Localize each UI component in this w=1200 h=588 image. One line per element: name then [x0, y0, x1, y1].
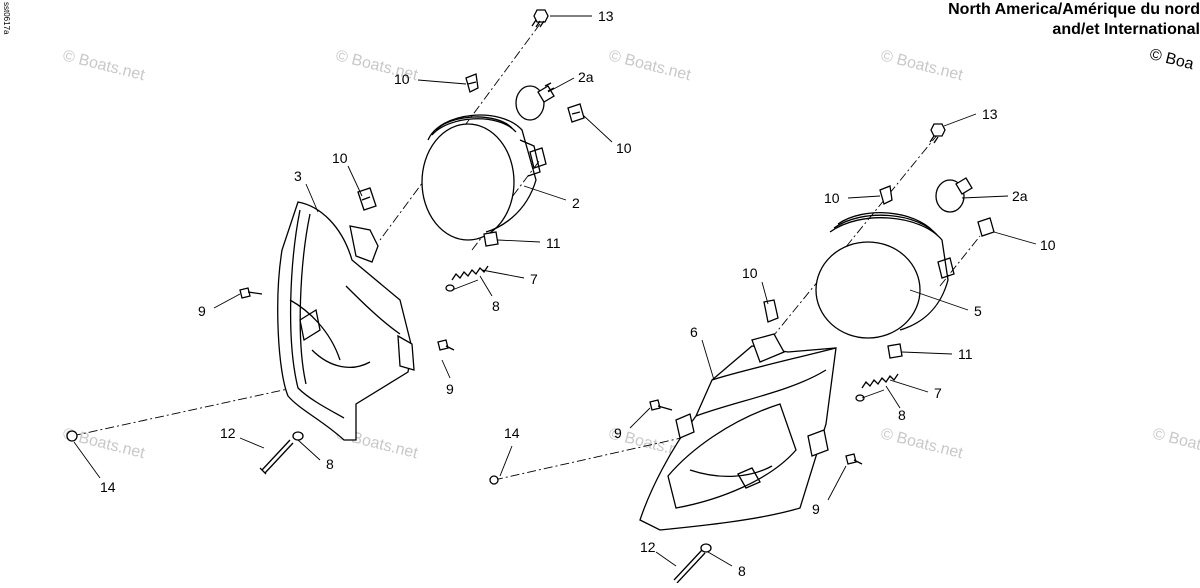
screw-part: [845, 453, 863, 465]
callout-label: 13: [598, 8, 614, 24]
screw-part: [437, 339, 455, 351]
callout-label: 5: [974, 303, 982, 319]
region-title-line2: and/et International: [1052, 21, 1200, 38]
callout-label: 11: [958, 346, 973, 362]
callout-label: 13: [982, 106, 998, 122]
washer-part: [700, 543, 712, 553]
callout-label: 8: [738, 563, 746, 579]
callout-label: 2: [572, 195, 580, 211]
callout-label: 8: [898, 407, 906, 423]
callout-label: 8: [326, 456, 334, 472]
callout-labels: 13 10 2a 10 2 3 10 11 7 8 9 9 12 8 14 13…: [100, 8, 1056, 579]
callout-label: 9: [198, 303, 206, 319]
headlamp-part: [815, 212, 955, 339]
drawing-code-text: sst0617a: [2, 2, 11, 35]
callout-label: 9: [446, 381, 454, 397]
spring-part: [861, 373, 899, 389]
callout-label: 10: [824, 190, 840, 206]
callout-label: 10: [616, 140, 632, 156]
callout-label: 7: [934, 385, 942, 401]
watermark: © Boats.net: [879, 47, 965, 84]
bulb-part: [935, 177, 973, 213]
clip-part: [567, 103, 585, 123]
headlamp-part: [421, 114, 547, 241]
washer-part: [855, 394, 865, 402]
bulb-part: [515, 82, 555, 121]
callout-label: 9: [812, 501, 820, 517]
clip-part: [465, 73, 479, 93]
clip-part: [763, 299, 779, 323]
callout-label: 11: [546, 235, 561, 251]
leader-lines: [499, 113, 1037, 567]
callout-label: 9: [614, 425, 622, 441]
callout-label: 12: [220, 425, 236, 441]
callout-label: 14: [100, 479, 116, 495]
right-assembly: [489, 113, 1037, 584]
callout-label: 8: [492, 298, 500, 314]
watermark: © Boats.net: [607, 47, 693, 84]
leader-lines: [73, 15, 613, 479]
spring-part: [451, 265, 489, 281]
watermark: © Boats.net: [879, 425, 965, 462]
clip-part: [977, 217, 995, 237]
callout-label: 10: [1040, 237, 1056, 253]
watermark: © Boats.net: [1151, 425, 1200, 462]
callout-label: 7: [530, 271, 538, 287]
watermarks: © Boats.net © Boats.net © Boats.net © Bo…: [61, 47, 1200, 462]
housing-part: [639, 333, 837, 531]
assembly-lines: [493, 133, 981, 481]
screw-part: [239, 287, 263, 299]
screw-part: [259, 439, 294, 475]
washer-part: [292, 431, 304, 441]
nut-part: [489, 475, 499, 485]
left-assembly: [66, 9, 613, 479]
callout-label: 12: [640, 539, 656, 555]
callout-label: 3: [294, 168, 302, 184]
region-title: North America/Amérique du nord and/et In…: [948, 0, 1200, 40]
clip-part: [879, 185, 893, 205]
callout-label: 2a: [1012, 188, 1028, 204]
callout-label: 10: [394, 71, 410, 87]
callout-label: 10: [332, 150, 348, 166]
watermark: © Boats.net: [61, 47, 147, 84]
screw-part: [649, 399, 673, 411]
screw-part: [673, 549, 706, 584]
washer-part: [445, 284, 455, 292]
callout-label: 2a: [578, 69, 594, 85]
region-title-line1: North America/Amérique du nord: [948, 1, 1200, 18]
nut-part: [66, 430, 78, 442]
housing-part: [277, 201, 415, 441]
screw-part: [531, 9, 549, 28]
clip-part: [357, 187, 377, 211]
callout-label: 6: [690, 324, 698, 340]
callout-label: 10: [742, 265, 758, 281]
clip-part: [483, 231, 499, 247]
callout-label: 14: [504, 425, 520, 441]
screw-part: [929, 123, 946, 144]
clip-part: [887, 343, 903, 359]
drawing-code: sst0617a: [2, 2, 12, 82]
